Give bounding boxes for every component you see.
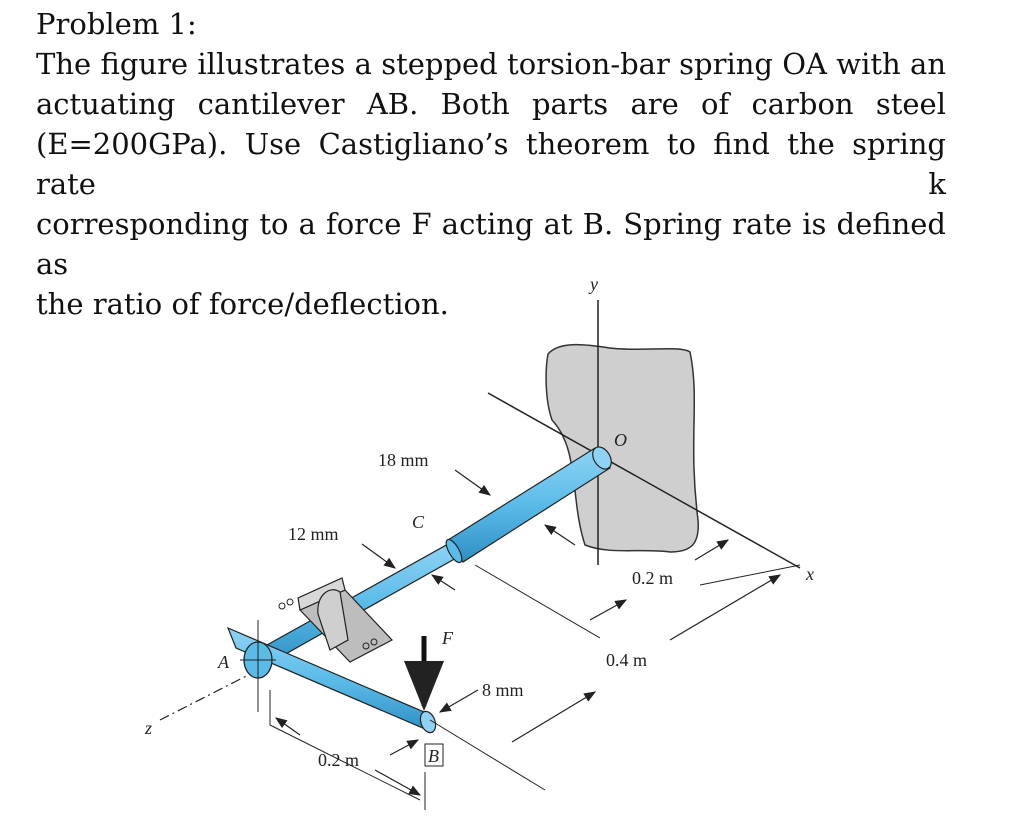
- problem-statement: The figure illustrates a stepped torsion…: [36, 44, 946, 324]
- dia-12mm-label: 12 mm: [288, 524, 339, 544]
- len-oc-label: 0.2 m: [632, 568, 673, 588]
- axis-x-label: x: [805, 564, 814, 584]
- problem-title: Problem 1:: [36, 7, 197, 41]
- z-axis: [159, 667, 263, 721]
- statement-line: The figure illustrates a stepped torsion…: [36, 47, 946, 81]
- dia-8mm-label: 8 mm: [482, 680, 524, 700]
- statement-line: corresponding to a force F acting at B. …: [36, 207, 946, 281]
- point-b-label: B: [428, 746, 439, 766]
- statement-line: actuating cantilever AB. Both parts are …: [36, 87, 946, 121]
- point-a-label: A: [217, 652, 230, 672]
- dia-18mm-label: 18 mm: [378, 450, 429, 470]
- statement-line: the ratio of force/deflection.: [36, 287, 449, 321]
- wall-support: [545, 343, 699, 553]
- axis-y-label: y: [588, 274, 598, 294]
- point-o-label: O: [614, 430, 627, 450]
- len-oa-label: 0.4 m: [606, 650, 647, 670]
- point-c-label: C: [412, 512, 425, 532]
- bearing-block: [278, 577, 393, 663]
- force-label: F: [441, 628, 454, 648]
- x-axis: [487, 392, 801, 569]
- axis-z-label: z: [144, 718, 152, 738]
- statement-line: (E=200GPa). Use Castigliano’s theorem to…: [36, 127, 946, 201]
- len-ab-label: 0.2 m: [318, 750, 359, 770]
